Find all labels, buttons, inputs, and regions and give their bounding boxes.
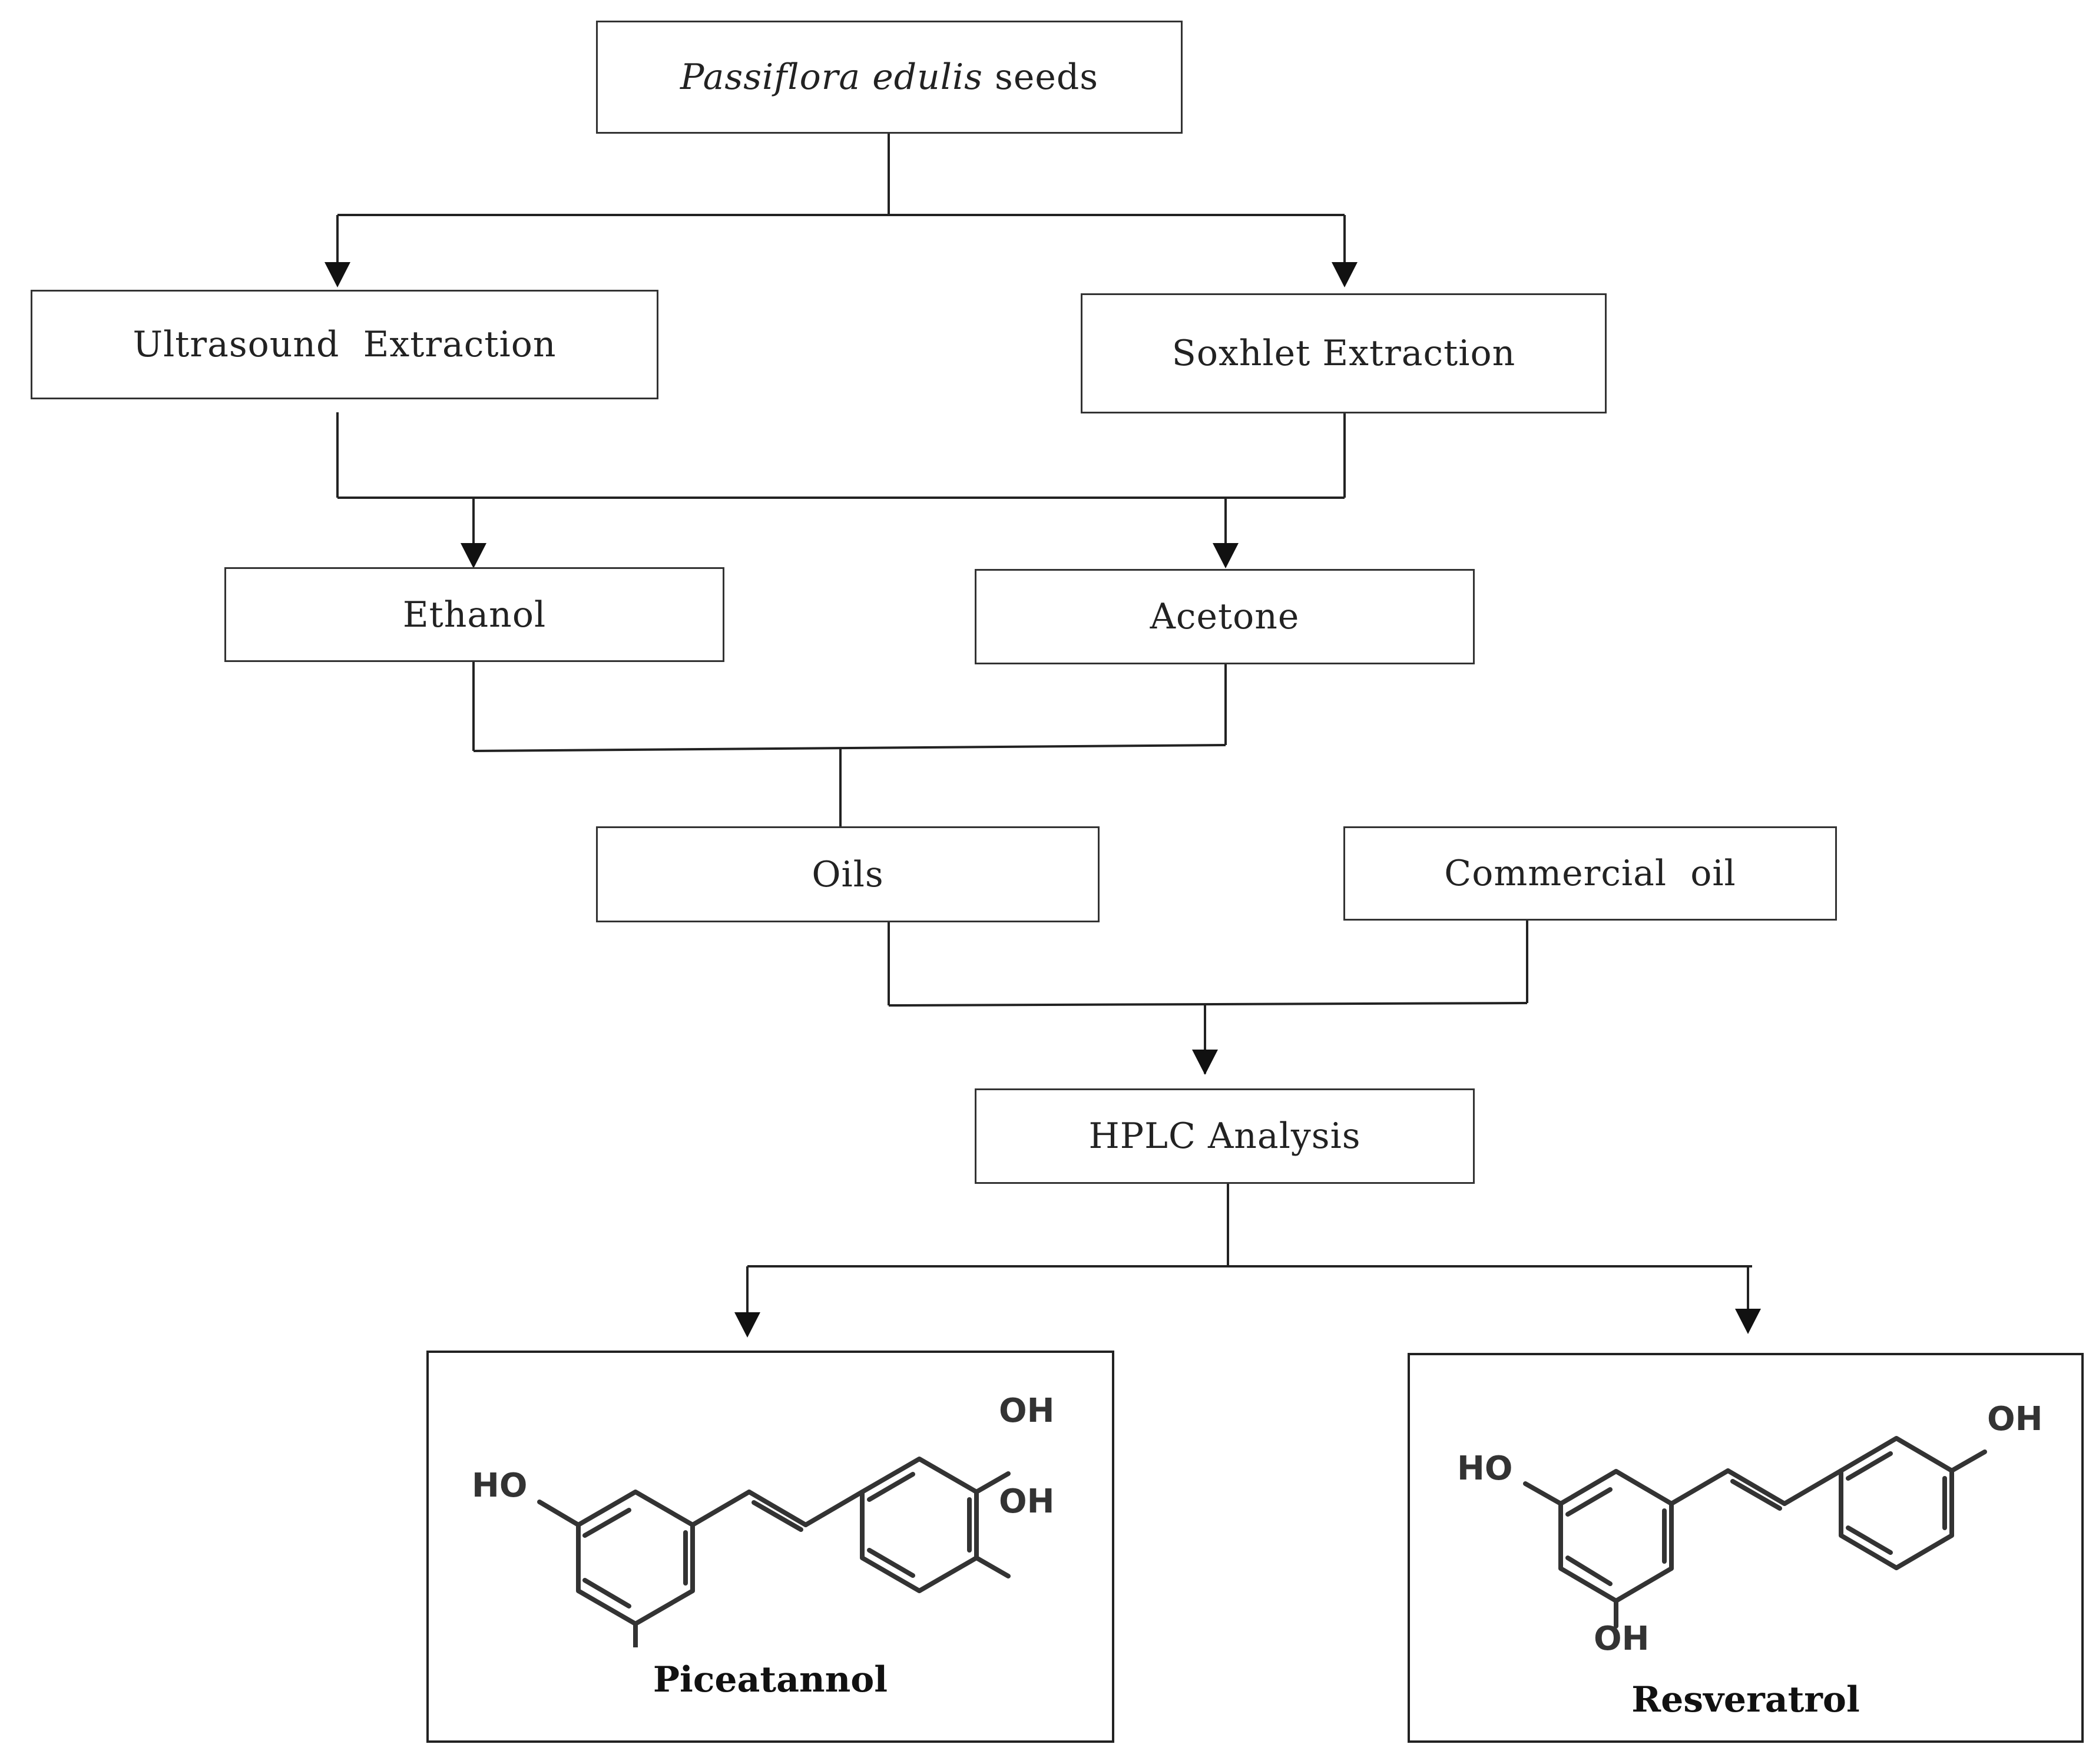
piceatannol-structure: HO OH OH OH	[472, 1392, 1054, 1647]
soxhlet-label: Soxhlet Extraction	[1171, 333, 1516, 374]
node-passiflora-seeds: Passiflora edulis seeds	[596, 21, 1183, 134]
arrowhead-ultrasound	[325, 262, 350, 287]
molecule-box-resveratrol: HO OH OH OH Resveratrol	[1408, 1353, 2084, 1743]
molecule-box-piceatannol: HO OH OH OH Piceatannol	[426, 1351, 1114, 1743]
ultrasound-label: Ultrasound Extraction	[133, 324, 557, 365]
node-ethanol: Ethanol	[224, 567, 724, 662]
label-oh-top: OH	[1987, 1400, 2042, 1438]
acetone-label: Acetone	[1150, 596, 1300, 637]
label-oh-top: OH	[999, 1392, 1054, 1430]
species-name: Passiflora edulis	[680, 57, 983, 98]
resveratrol-name: Resveratrol	[1631, 1679, 1860, 1720]
arrowhead-ethanol	[461, 543, 486, 568]
node-ultrasound-extraction: Ultrasound Extraction	[31, 290, 658, 399]
resveratrol-structure: HO OH OH	[1457, 1400, 2042, 1629]
arrowhead-piceatannol	[734, 1312, 760, 1338]
label-oh-bottom-visible: OH	[1594, 1620, 1649, 1658]
seeds-label: seeds	[982, 57, 1099, 98]
oils-label: Oils	[812, 853, 884, 895]
label-ho: HO	[472, 1467, 527, 1505]
connector-solvent-join	[473, 744, 1226, 752]
ethanol-label: Ethanol	[402, 594, 547, 636]
arrowhead-resveratrol	[1735, 1309, 1761, 1334]
arrowhead-hplc	[1192, 1050, 1218, 1075]
arrowhead-soxhlet	[1332, 262, 1358, 287]
node-acetone: Acetone	[975, 569, 1475, 664]
resveratrol-oh-bottom: OH	[1594, 1620, 1649, 1658]
arrowhead-acetone	[1213, 543, 1239, 568]
node-soxhlet-extraction: Soxhlet Extraction	[1081, 293, 1607, 413]
connector-oils-join	[888, 1002, 1528, 1007]
label-ho: HO	[1457, 1449, 1512, 1488]
hplc-label: HPLC Analysis	[1088, 1116, 1361, 1157]
node-hplc-analysis: HPLC Analysis	[975, 1088, 1475, 1184]
node-oils: Oils	[596, 826, 1100, 922]
label-oh-middle: OH	[999, 1482, 1054, 1521]
node-commercial-oil: Commercial oil	[1343, 826, 1837, 921]
piceatannol-name: Piceatannol	[653, 1659, 888, 1700]
commercial-oil-label: Commercial oil	[1444, 853, 1736, 894]
